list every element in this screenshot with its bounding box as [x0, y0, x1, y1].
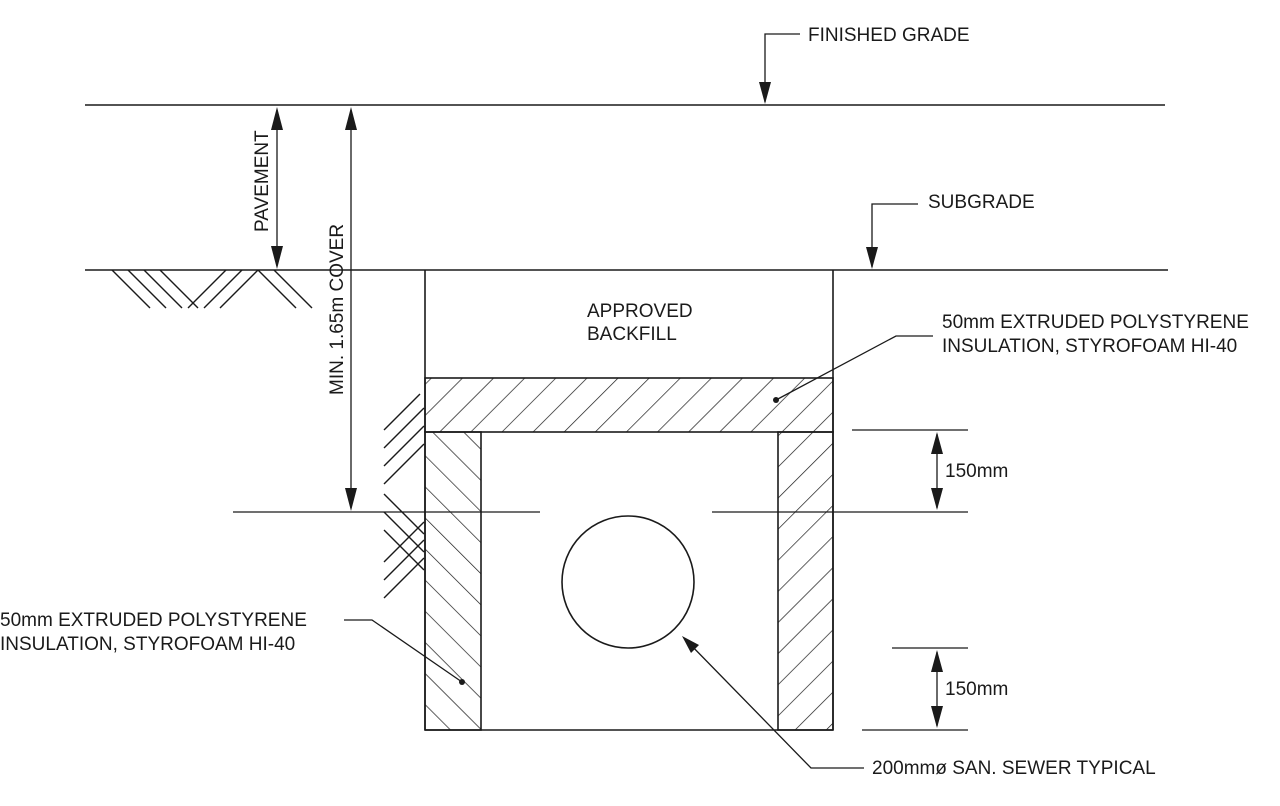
cover-dimension [345, 107, 357, 511]
insulation-right-board [777, 431, 834, 731]
insulation-right-label-2: INSULATION, STYROFOAM HI-40 [942, 336, 1237, 357]
insulation-left-board [424, 431, 482, 731]
pavement-label: PAVEMENT [252, 130, 273, 232]
insulation-left-leader [344, 619, 465, 685]
cover-label: MIN. 1.65m COVER [327, 224, 348, 395]
sewer-pipe [561, 515, 695, 649]
insulation-left-label-2: INSULATION, STYROFOAM HI-40 [0, 634, 295, 655]
sewer-label: 200mmø SAN. SEWER TYPICAL [872, 758, 1156, 779]
subgrade-leader [866, 203, 918, 269]
insulation-top-board [424, 377, 834, 433]
insulation-right-label-1: 50mm EXTRUDED POLYSTYRENE [942, 312, 1249, 333]
sewer-leader [682, 636, 864, 769]
subgrade-label: SUBGRADE [928, 192, 1035, 213]
dimension-150-bottom [862, 647, 968, 731]
dimension-150-top-label: 150mm [945, 461, 1008, 482]
ground-hatch-wall [383, 393, 425, 599]
dimension-150-bottom-label: 150mm [945, 679, 1008, 700]
finished-grade-label: FINISHED GRADE [808, 25, 970, 46]
approved-backfill-label-2: BACKFILL [587, 324, 677, 345]
approved-backfill-label-1: APPROVED [587, 301, 693, 322]
pavement-dimension [271, 107, 283, 269]
insulation-left-label-1: 50mm EXTRUDED POLYSTYRENE [0, 610, 307, 631]
finished-grade-leader [759, 33, 800, 104]
ground-hatch-top [111, 269, 313, 309]
insulation-right-leader [773, 335, 933, 403]
dimension-150-top [852, 429, 968, 510]
